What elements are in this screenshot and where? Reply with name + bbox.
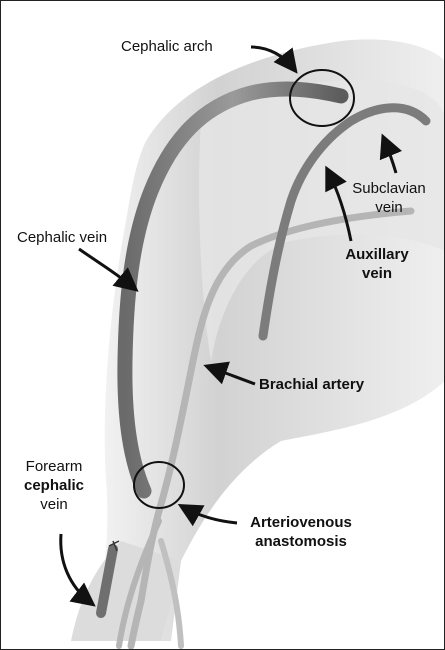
label-brachial-artery: Brachial artery	[259, 375, 364, 394]
label-forearm-line1: Forearm	[13, 457, 95, 476]
label-auxillary-line1: Auxillary	[338, 245, 416, 264]
label-forearm-line2: cephalic	[13, 476, 95, 495]
label-forearm-line3: vein	[13, 495, 95, 514]
label-arteriovenous-anastomosis: Arteriovenous anastomosis	[231, 513, 371, 551]
label-auxillary-vein: Auxillary vein	[338, 245, 416, 283]
label-anastomosis-line2: anastomosis	[231, 532, 371, 551]
label-cephalic-vein: Cephalic vein	[17, 228, 107, 247]
label-cephalic-arch: Cephalic arch	[121, 37, 213, 56]
label-anastomosis-line1: Arteriovenous	[231, 513, 371, 532]
label-subclavian-line1: Subclavian	[344, 179, 434, 198]
label-subclavian-line2: vein	[344, 198, 434, 217]
label-forearm-cephalic-vein: Forearm cephalic vein	[13, 457, 95, 514]
label-subclavian-vein: Subclavian vein	[344, 179, 434, 217]
label-auxillary-line2: vein	[338, 264, 416, 283]
